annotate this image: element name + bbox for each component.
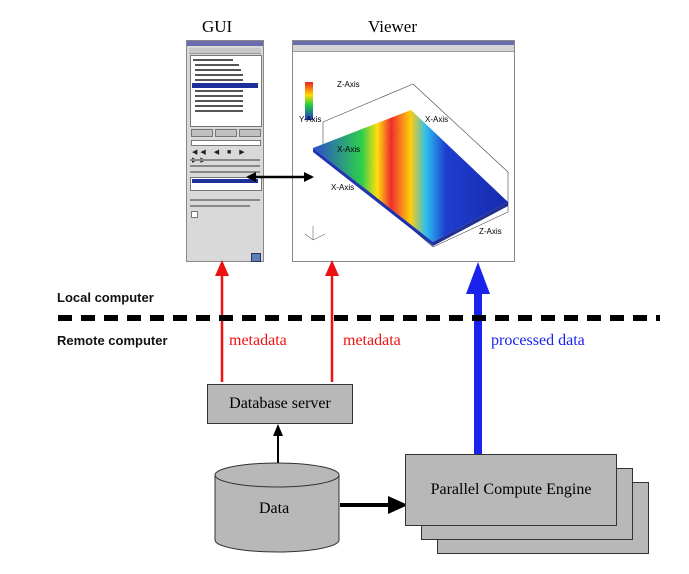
metadata-label-right: metadata <box>343 332 401 349</box>
gui-panel: ◀◀ ◀ ■ ▶ ▶▶ <box>186 40 264 262</box>
gui-menubar <box>189 48 261 54</box>
color-legend <box>305 82 313 120</box>
gui-plot-list <box>190 177 262 191</box>
viewer-x-axis-label-low: X-Axis <box>331 183 354 192</box>
data-label: Data <box>259 500 290 517</box>
viewer-panel: Z-Axis X-Axis X-Axis X-Axis Y-Axis Z-Axi… <box>292 40 515 262</box>
viewer-plot: Z-Axis X-Axis X-Axis X-Axis Y-Axis Z-Axi… <box>299 80 509 248</box>
viewer-x-axis-label-top: X-Axis <box>425 115 448 124</box>
metadata-label-left: metadata <box>229 332 287 349</box>
processed-data-arrow <box>474 290 482 455</box>
viewer-x-axis-label-mid: X-Axis <box>337 145 360 154</box>
data-cylinder <box>214 462 340 553</box>
gui-slider <box>191 140 261 146</box>
viewer-z-axis-label-bottom: Z-Axis <box>479 227 502 236</box>
viewer-y-axis-label: Y-Axis <box>299 115 321 124</box>
gui-titlebar <box>187 41 263 46</box>
database-server-box: Database server <box>207 384 353 424</box>
viewer-title: Viewer <box>368 17 418 36</box>
compute-engine-label: Parallel Compute Engine <box>430 481 592 498</box>
gui-file-list <box>190 55 262 127</box>
orientation-triad <box>304 226 326 241</box>
gui-selected-row <box>192 83 258 88</box>
surface-plot <box>313 110 508 242</box>
compute-engine-box: Parallel Compute Engine <box>405 454 617 526</box>
gui-title: GUI <box>202 17 233 36</box>
gui-corner-icon <box>251 253 261 262</box>
viewer-toolbar <box>293 45 514 52</box>
viewer-z-axis-label-top: Z-Axis <box>337 80 360 89</box>
viewer-titlebar <box>293 41 514 45</box>
processed-data-label: processed data <box>491 332 585 349</box>
database-server-label: Database server <box>229 395 331 412</box>
local-computer-label: Local computer <box>57 290 154 305</box>
remote-computer-label: Remote computer <box>57 333 168 348</box>
